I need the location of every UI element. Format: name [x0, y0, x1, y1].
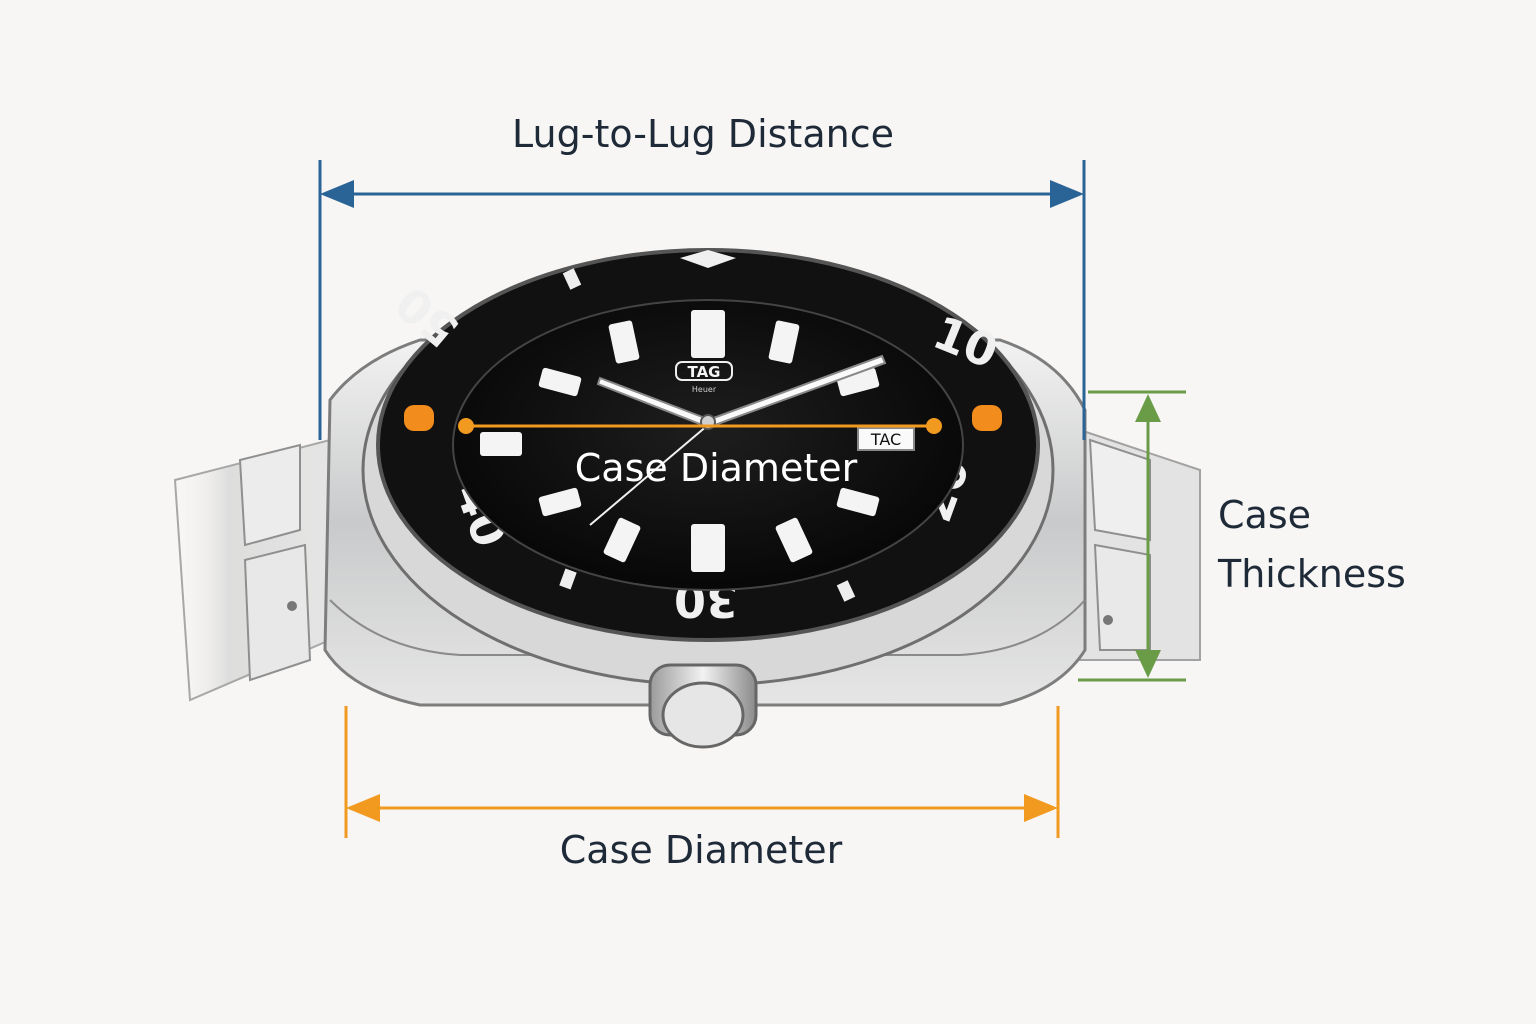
date-window: [857, 427, 915, 451]
lug-to-lug-arrowhead-right: [1050, 180, 1084, 208]
bracelet-left: [173, 438, 331, 702]
bracelet-right: [1079, 428, 1201, 661]
dial-diameter-endpoint-left: [458, 418, 474, 434]
brand-subtext: Heuer: [692, 385, 717, 394]
hour-markers: [480, 310, 880, 572]
dial: TAG Heuer TAC: [452, 299, 964, 591]
case-thickness-label: Case Thickness: [1218, 486, 1406, 604]
dial-diameter-line: [458, 418, 942, 434]
thickness-arrowhead-top: [1135, 394, 1161, 422]
case-thickness-dimension: [1078, 390, 1186, 682]
date-window-text: TAC: [870, 430, 901, 449]
case-thickness-label-line1: Case: [1218, 493, 1311, 537]
thickness-arrowhead-bottom: [1135, 650, 1161, 678]
diameter-arrowhead-right: [1024, 794, 1058, 822]
diameter-arrowhead-left: [346, 794, 380, 822]
logo-badge: [675, 361, 733, 381]
crown: [648, 663, 758, 749]
lug-to-lug-dimension: [318, 160, 1086, 440]
lug-to-lug-arrowhead-left: [320, 180, 354, 208]
case-diameter-label: Case Diameter: [559, 828, 843, 872]
dial-case-diameter-label: Case Diameter: [574, 446, 858, 490]
lug-to-lug-label: Lug-to-Lug Distance: [512, 112, 894, 156]
case-diameter-dimension: [344, 706, 1060, 838]
brand-logo: TAG: [688, 363, 721, 381]
dial-diameter-endpoint-right: [926, 418, 942, 434]
second-hand: [589, 424, 709, 526]
case-thickness-label-line2: Thickness: [1218, 552, 1406, 596]
